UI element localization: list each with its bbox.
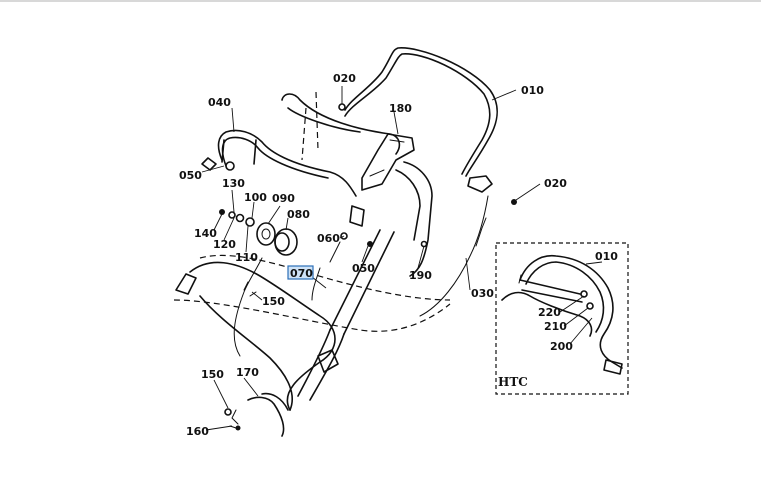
htc-label: HTC [498,375,528,389]
part-label-150-lower[interactable]: 150 [201,368,224,381]
part-label-130[interactable]: 130 [222,177,245,190]
htc-inset-box: HTC [495,242,629,395]
part-label-090[interactable]: 090 [272,192,295,205]
pulley-assembly-drawing [219,209,298,256]
part-label-160[interactable]: 160 [186,425,209,438]
part-label-110[interactable]: 110 [235,251,258,264]
part-label-010[interactable]: 010 [521,84,544,97]
part-label-050-center[interactable]: 050 [352,262,375,275]
leader-lines [201,86,603,431]
part-070-highlight [287,265,314,280]
part-label-060[interactable]: 060 [317,232,340,245]
part-label-030[interactable]: 030 [471,287,494,300]
part-label-020-right[interactable]: 020 [544,177,567,190]
cable-150-drawing [224,232,428,431]
part-label-100[interactable]: 100 [244,191,267,204]
part-label-170[interactable]: 170 [236,366,259,379]
part-label-020-top[interactable]: 020 [333,72,356,85]
part-label-200[interactable]: 200 [550,340,573,353]
top-border [0,0,761,2]
part-label-htc-010[interactable]: 010 [595,250,618,263]
part-label-070[interactable]: 070 [290,267,313,280]
upper-handle-drawing [338,47,499,193]
fasteners-drawing [225,161,517,205]
part-label-040[interactable]: 040 [208,96,231,109]
part-label-210[interactable]: 210 [544,320,567,333]
part-label-050-left[interactable]: 050 [179,169,202,182]
part-label-120[interactable]: 120 [213,238,236,251]
bracket-180-drawing [361,133,415,191]
part-label-150-middle[interactable]: 150 [262,295,285,308]
part-label-220[interactable]: 220 [538,306,561,319]
part-labels: 010 020 020 030 040 050 050 060 070 080 … [179,72,618,438]
cable-030-drawing [419,195,489,317]
part-label-080[interactable]: 080 [287,208,310,221]
part-label-140[interactable]: 140 [194,227,217,240]
part-label-190[interactable]: 190 [409,269,432,282]
mower-frame-drawing [173,161,451,437]
part-label-180[interactable]: 180 [389,102,412,115]
